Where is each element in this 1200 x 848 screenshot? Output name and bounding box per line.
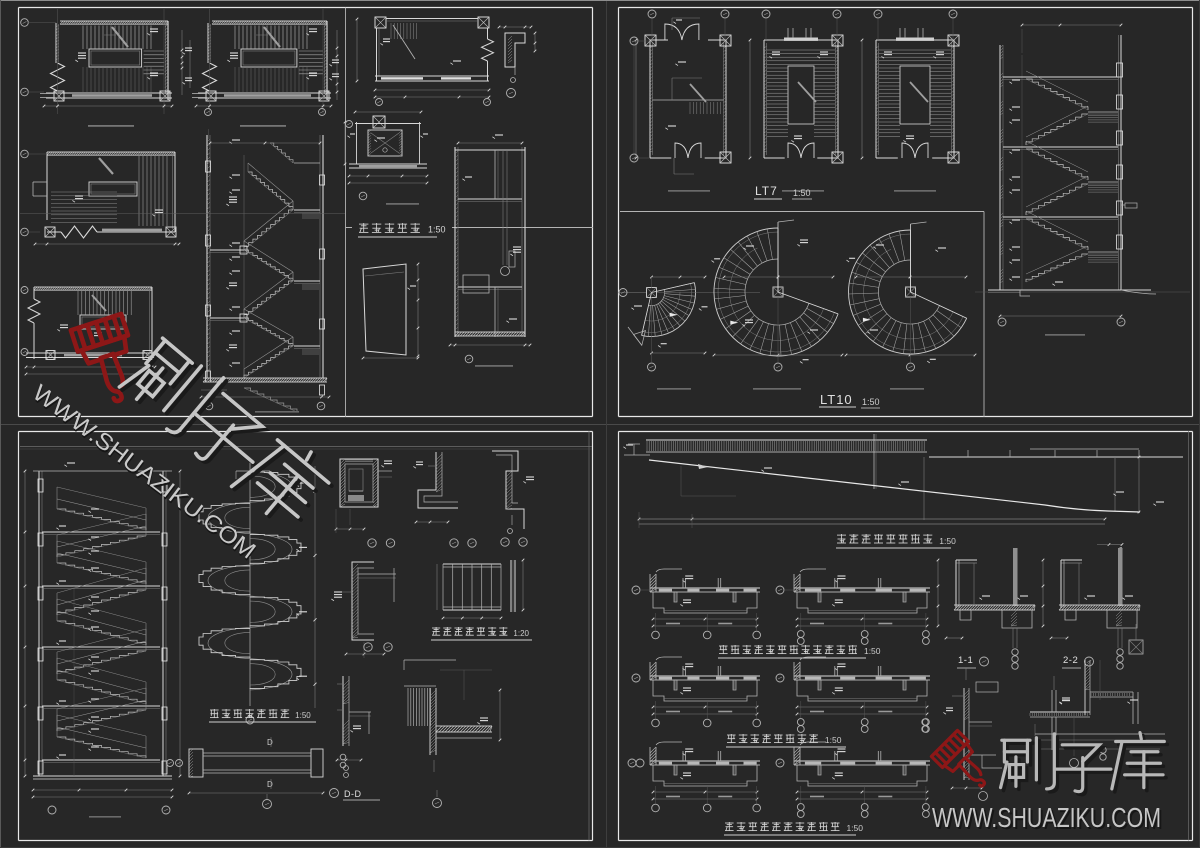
svg-text:1:50: 1:50 (825, 735, 842, 745)
svg-text:1-1: 1-1 (958, 655, 973, 666)
svg-text:LT7: LT7 (755, 184, 778, 198)
svg-text:1:50: 1:50 (846, 823, 863, 833)
svg-text:WWW.SHUAZIKU.COM: WWW.SHUAZIKU.COM (932, 802, 1161, 833)
svg-text:D-D: D-D (344, 789, 362, 799)
svg-text:2-2: 2-2 (1063, 655, 1078, 666)
svg-text:1:50: 1:50 (864, 646, 881, 656)
svg-text:1:50: 1:50 (295, 711, 311, 720)
svg-text:D: D (267, 780, 273, 789)
svg-text:1:50: 1:50 (793, 188, 811, 198)
svg-text:LT10: LT10 (820, 392, 853, 407)
svg-text:1:20: 1:20 (513, 629, 529, 638)
svg-text:1:50: 1:50 (862, 397, 880, 407)
svg-text:WWW.SHUAZIKU.COM: WWW.SHUAZIKU.COM (934, 804, 1163, 835)
svg-text:1:50: 1:50 (939, 536, 956, 546)
svg-text:1:50: 1:50 (428, 225, 446, 235)
svg-text:D: D (267, 738, 273, 747)
